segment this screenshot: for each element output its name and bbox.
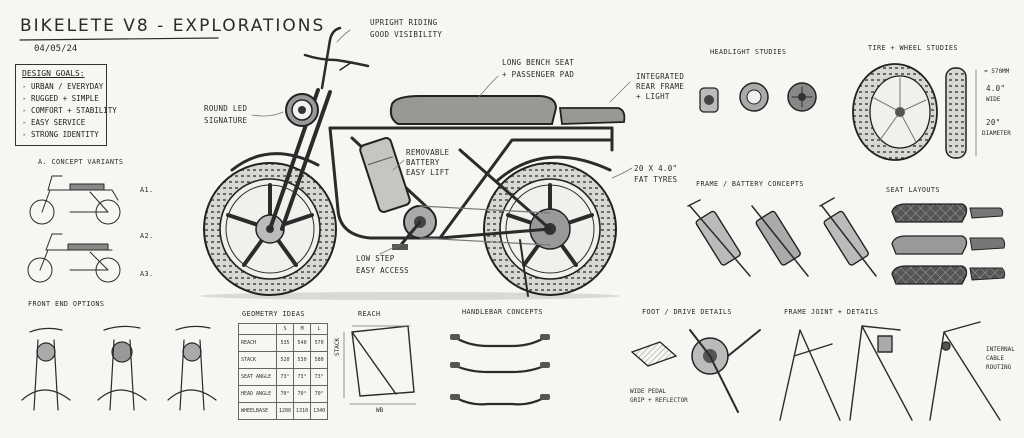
section-front-end: FRONT END OPTIONS	[28, 300, 105, 308]
table-header-row: S M L	[238, 323, 329, 335]
foot-drive-sketches	[630, 329, 761, 413]
table-row: STACK 520 530 580	[238, 351, 329, 369]
callout-lowstep-1: LOW STEP	[356, 254, 395, 263]
tire-wheel-sketches	[852, 63, 977, 161]
table-cell: 580	[310, 351, 329, 369]
section-frame-battery: FRAME / BATTERY CONCEPTS	[696, 180, 804, 188]
table-header-cell	[238, 323, 277, 335]
callout-tyres-2: FAT TYRES	[634, 175, 678, 184]
variant-label-a1: A1.	[140, 186, 154, 194]
table-cell: 1310	[293, 402, 312, 420]
callout-led-1: ROUND LED	[204, 104, 248, 113]
design-goals-title: DESIGN GOALS:	[22, 69, 85, 78]
table-cell: STACK	[238, 351, 277, 369]
callout-battery-2: BATTERY	[406, 158, 440, 167]
section-foot: FOOT / DRIVE DETAILS	[642, 308, 732, 316]
callout-rear-1: INTEGRATED	[636, 72, 685, 81]
callout-upright-1: UPRIGHT RIDING	[370, 18, 438, 27]
cable-note-2: CABLE	[986, 355, 1005, 362]
table-header-cell: M	[293, 323, 312, 335]
main-bike-sketch	[200, 26, 633, 300]
cable-note-1: INTERNAL	[986, 346, 1015, 353]
section-frame-joint: FRAME JOINT + DETAILS	[784, 308, 879, 316]
page-title: BIKELETE V8 - EXPLORATIONS	[20, 16, 326, 36]
reach-wb-label: WB	[376, 407, 384, 414]
callout-rear-3: + LIGHT	[636, 92, 670, 101]
callout-battery-3: EASY LIFT	[406, 168, 450, 177]
section-concept-variants: A. CONCEPT VARIANTS	[38, 158, 124, 166]
front-end-sketches	[21, 325, 217, 411]
tire-width-label: WIDE	[986, 96, 1001, 103]
table-cell: 530	[293, 351, 312, 369]
callout-tyres-1: 20 X 4.0"	[634, 164, 678, 173]
table-cell: 540	[293, 334, 312, 352]
table-header-cell: S	[275, 323, 295, 335]
design-goals-box: DESIGN GOALS: - URBAN / EVERYDAY - RUGGE…	[15, 64, 117, 146]
section-handlebar: HANDLEBAR CONCEPTS	[462, 308, 543, 316]
table-row: SEAT ANGLE 73° 73° 73°	[238, 368, 329, 386]
seat-layout-sketches	[891, 203, 1006, 285]
callout-upright-2: GOOD VISIBILITY	[370, 30, 443, 39]
table-cell: 73°	[293, 368, 312, 386]
table-header-cell: L	[310, 323, 329, 335]
design-goal-item: - EASY SERVICE	[22, 118, 86, 127]
design-goal-item: - STRONG IDENTITY	[22, 130, 99, 139]
sheet-date: 04/05/24	[34, 44, 78, 54]
design-goal-item: - COMFORT + STABILITY	[22, 106, 117, 115]
geometry-table: S M L REACH 535 540 570 STACK 520 530 58…	[238, 323, 329, 420]
section-seat: SEAT LAYOUTS	[886, 186, 940, 194]
tire-dia-label: DIAMETER	[982, 130, 1011, 137]
variant-label-a2: A2.	[140, 232, 154, 240]
design-goal-item: - URBAN / EVERYDAY	[22, 82, 104, 91]
callout-bench-1: LONG BENCH SEAT	[502, 58, 575, 67]
table-cell: 1340	[310, 402, 329, 420]
table-row: HEAD ANGLE 70° 70° 70°	[238, 385, 329, 403]
reach-diagram	[343, 325, 417, 405]
cable-note-3: ROUTING	[986, 364, 1012, 371]
section-geometry: GEOMETRY IDEAS	[242, 310, 305, 318]
title-underline	[19, 37, 219, 41]
frame-joint-sketches	[779, 321, 1001, 421]
callout-rear-2: REAR FRAME	[636, 82, 685, 91]
design-goal-item: - RUGGED + SIMPLE	[22, 94, 99, 103]
table-cell: SEAT ANGLE	[238, 368, 277, 386]
table-cell: HEAD ANGLE	[238, 385, 277, 403]
headlight-studies-sketches	[699, 82, 817, 113]
table-row: REACH 535 540 570	[238, 334, 329, 352]
table-cell: 73°	[275, 368, 295, 386]
reach-stack-label: STACK	[334, 337, 341, 356]
frame-battery-sketches	[687, 197, 877, 277]
tire-width-value: 4.0"	[986, 84, 1006, 93]
foot-note-1: WIDE PEDAL	[630, 388, 667, 395]
handlebar-sketches	[450, 334, 550, 406]
callout-led-2: SIGNATURE	[204, 116, 248, 125]
table-cell: WHEELBASE	[238, 402, 277, 420]
callout-lowstep-2: EASY ACCESS	[356, 266, 409, 275]
callout-battery-1: REMOVABLE	[406, 148, 450, 157]
table-cell: 570	[310, 334, 329, 352]
foot-note-2: GRIP + REFLECTOR	[630, 397, 688, 404]
table-cell: 73°	[310, 368, 329, 386]
variant-label-a3: A3.	[140, 270, 154, 278]
section-headlight: HEADLIGHT STUDIES	[710, 48, 787, 56]
table-cell: 70°	[293, 385, 312, 403]
front-wheel	[203, 162, 337, 296]
section-tire: TIRE + WHEEL STUDIES	[868, 44, 958, 52]
table-cell: 70°	[310, 385, 329, 403]
table-cell: 70°	[275, 385, 295, 403]
table-cell: 520	[275, 351, 295, 369]
table-cell: 535	[275, 334, 295, 352]
section-reach: REACH	[358, 310, 381, 318]
table-cell: REACH	[238, 334, 277, 352]
concept-variants-sketches	[27, 175, 121, 283]
tire-width-top: ≈ 570mm	[984, 68, 1010, 75]
table-row: WHEELBASE 1280 1310 1340	[238, 402, 329, 420]
callout-bench-2: + PASSENGER PAD	[502, 70, 575, 79]
tire-dia-value: 20"	[986, 118, 1001, 127]
table-cell: 1280	[275, 402, 295, 420]
